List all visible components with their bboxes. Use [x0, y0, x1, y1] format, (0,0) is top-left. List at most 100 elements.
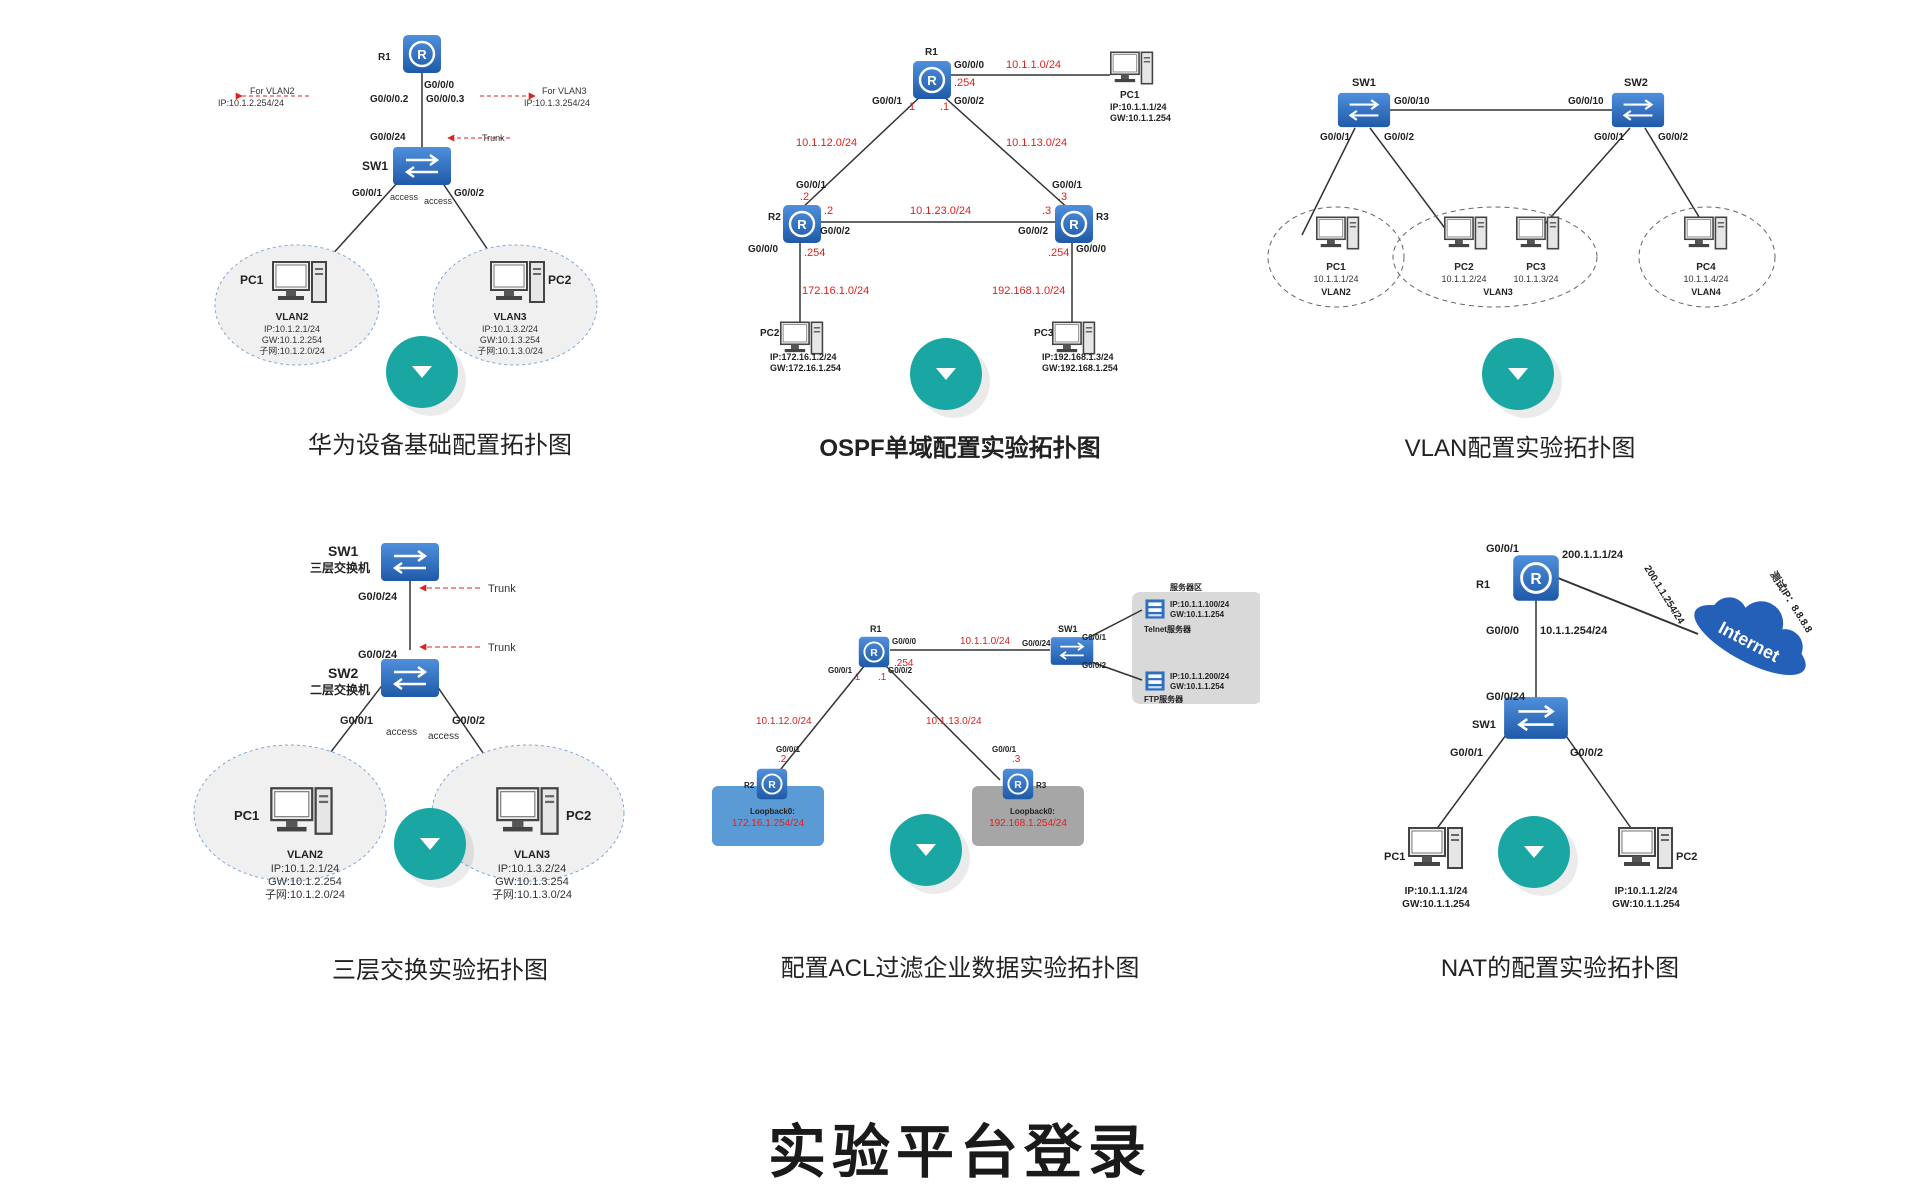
label-server-zone: 服务器区: [1170, 582, 1202, 592]
label-r1-g002: G0/0/2: [954, 96, 984, 107]
label-sw2-g0024: G0/0/24: [358, 649, 398, 661]
label-access-2: access: [424, 196, 453, 206]
label-sw2-g0010: G0/0/10: [1568, 96, 1604, 107]
label-r2: R2: [744, 781, 755, 790]
play-button[interactable]: [1482, 338, 1554, 410]
label-pc1-ip: IP:10.1.1.1/24: [1110, 102, 1167, 112]
label-net1: 10.1.1.0/24: [1006, 59, 1061, 71]
label-r3-254: .254: [1048, 247, 1069, 259]
play-button[interactable]: [890, 814, 962, 886]
label-pc1: PC1: [1120, 90, 1140, 101]
pc3-icon: [1516, 216, 1560, 250]
vlan-topology-diagram: SW1 SW2 G0/0/10 G0/0/10 G0/0/1 G0/0/2 G0…: [1267, 77, 1776, 308]
label-g001: G0/0/1: [340, 715, 373, 727]
label-sw1-g0024: G0/0/24: [358, 591, 398, 603]
label-pc1-gw: GW:10.1.2.254: [268, 876, 342, 888]
label-g0003: G0/0/0.3: [426, 94, 465, 105]
label-r3-dot3b: .3: [1042, 205, 1051, 217]
switch-sw2-icon: [1610, 92, 1666, 128]
label-g002: G0/0/2: [454, 188, 484, 199]
label-pc4-ip: 10.1.1.4/24: [1683, 274, 1728, 284]
label-r3-dot3a: .3: [1058, 191, 1067, 203]
label-sw1-g002: G0/0/2: [1384, 132, 1414, 143]
label-sw2-g002: G0/0/2: [1658, 132, 1688, 143]
label-sw1-g001: G0/0/1: [1450, 747, 1483, 759]
internet-cloud: Internet: [1694, 597, 1806, 675]
label-r2-g001: G0/0/1: [796, 180, 826, 191]
pc3-icon: [1052, 321, 1096, 355]
label-pc3-gw: GW:192.168.1.254: [1042, 363, 1118, 373]
label-r2-g000: G0/0/0: [748, 244, 778, 255]
label-r1: R1: [1476, 579, 1490, 591]
label-ip-vlan3: IP:10.1.3.254/24: [524, 98, 590, 108]
play-button[interactable]: [1498, 816, 1570, 888]
label-trunk: Trunk: [482, 133, 505, 143]
card-caption: NAT的配置实验拓扑图: [1440, 955, 1680, 982]
label-pc2-vlan: VLAN3: [494, 312, 527, 323]
label-pc1: PC1: [240, 273, 264, 287]
label-ftp-ip: IP:10.1.1.200/24: [1170, 672, 1230, 681]
label-pc1-subnet: 子网:10.1.2.0/24: [259, 346, 325, 356]
topology-card-vlan: SW1 SW2 G0/0/10 G0/0/10 G0/0/1 G0/0/2 G0…: [1260, 20, 1780, 462]
label-net13: 10.1.13.0/24: [926, 716, 982, 727]
label-access-1: access: [386, 727, 417, 738]
label-pc2-ip: IP:172.16.1.2/24: [770, 352, 837, 362]
label-for-vlan2: For VLAN2: [250, 86, 295, 96]
label-net23: 10.1.23.0/24: [910, 205, 971, 217]
label-r1: R1: [870, 624, 882, 634]
label-sw1-g0024: G0/0/24: [1486, 691, 1526, 703]
label-g0002: G0/0/0.2: [370, 94, 409, 105]
label-telnet-gw: GW:10.1.1.254: [1170, 610, 1225, 619]
label-r3: R3: [1096, 212, 1109, 223]
label-r2-loopback: Loopback0:: [750, 807, 795, 816]
play-button[interactable]: [394, 808, 466, 880]
router-r1-icon: [912, 60, 952, 100]
label-sw1: SW1: [1472, 719, 1496, 731]
label-r1-g002: G0/0/2: [888, 666, 913, 675]
label-r1-g000: G0/0/0: [892, 637, 917, 646]
topology-card-nat: Internet G0/0/1 200.1.1.1/24 R1 G0/0/0 1…: [1300, 530, 1820, 982]
card-caption: VLAN配置实验拓扑图: [1404, 435, 1636, 462]
label-r2-254: .254: [804, 247, 825, 259]
label-pc1-ip: IP:10.1.2.1/24: [264, 324, 320, 334]
label-isp-ip: 200.1.1.254/24: [1641, 564, 1686, 627]
vlan3-zone: [432, 244, 598, 366]
label-pc1-gw: GW:10.1.1.254: [1110, 113, 1171, 123]
label-ftp-name: FTP服务器: [1144, 694, 1184, 704]
switch-sw1-icon: [380, 542, 440, 582]
card-caption: OSPF单域配置实验拓扑图: [819, 435, 1101, 462]
router-r3-icon: [1054, 204, 1094, 244]
label-r1-g000: G0/0/0: [1486, 625, 1519, 637]
label-r1: R1: [925, 47, 938, 58]
label-pc2-ip: 10.1.1.2/24: [1441, 274, 1486, 284]
label-r1-g000: G0/0/0: [954, 60, 984, 71]
label-pc2-gw: GW:172.16.1.254: [770, 363, 841, 373]
topology-card-ospf: R1 G0/0/0 PC1 IP:10.1.1.1/24 GW:10.1.1.2…: [700, 20, 1220, 462]
ospf-topology-diagram: R1 G0/0/0 PC1 IP:10.1.1.1/24 GW:10.1.1.2…: [748, 47, 1171, 373]
label-r2-g002: G0/0/2: [820, 226, 850, 237]
label-net12: 10.1.12.0/24: [756, 716, 812, 727]
label-pc2-vlan: VLAN3: [514, 849, 550, 861]
basic-topology-diagram: R1 G0/0/0 G0/0/0.2 G0/0/0.3 G0/0/24 SW1 …: [214, 34, 598, 366]
label-pc1-vlan: VLAN2: [276, 312, 309, 323]
label-r3-g001: G0/0/1: [1052, 180, 1082, 191]
router-r3-icon: [1002, 768, 1034, 800]
router-r1-icon: [402, 34, 442, 74]
label-pc1-ip: IP:10.1.2.1/24: [271, 863, 340, 875]
label-r3-dot3: .3: [1012, 754, 1021, 765]
router-r2-icon: [756, 768, 788, 800]
card-caption: 华为设备基础配置拓扑图: [308, 432, 572, 459]
router-r1-icon: [858, 636, 890, 668]
play-button[interactable]: [386, 336, 458, 408]
label-r2-loopback-ip: 172.16.1.254/24: [732, 818, 805, 829]
label-sw1-sub: 三层交换机: [310, 560, 370, 575]
label-pc3-ip: 10.1.1.3/24: [1513, 274, 1558, 284]
play-button[interactable]: [910, 338, 982, 410]
platform-login-link[interactable]: 实验平台登录: [767, 1120, 1152, 1185]
pc1-icon: [1110, 51, 1154, 85]
label-for-vlan3: For VLAN3: [542, 86, 587, 96]
label-pc1-ip: 10.1.1.1/24: [1313, 274, 1358, 284]
acl-topology-diagram: R1 G0/0/0 SW1 G0/0/24 G0/0/1 G0/0/2 服务器区…: [712, 582, 1260, 846]
label-vlan3: VLAN3: [1483, 287, 1513, 297]
label-pc2-subnet: 子网:10.1.3.0/24: [492, 888, 572, 901]
